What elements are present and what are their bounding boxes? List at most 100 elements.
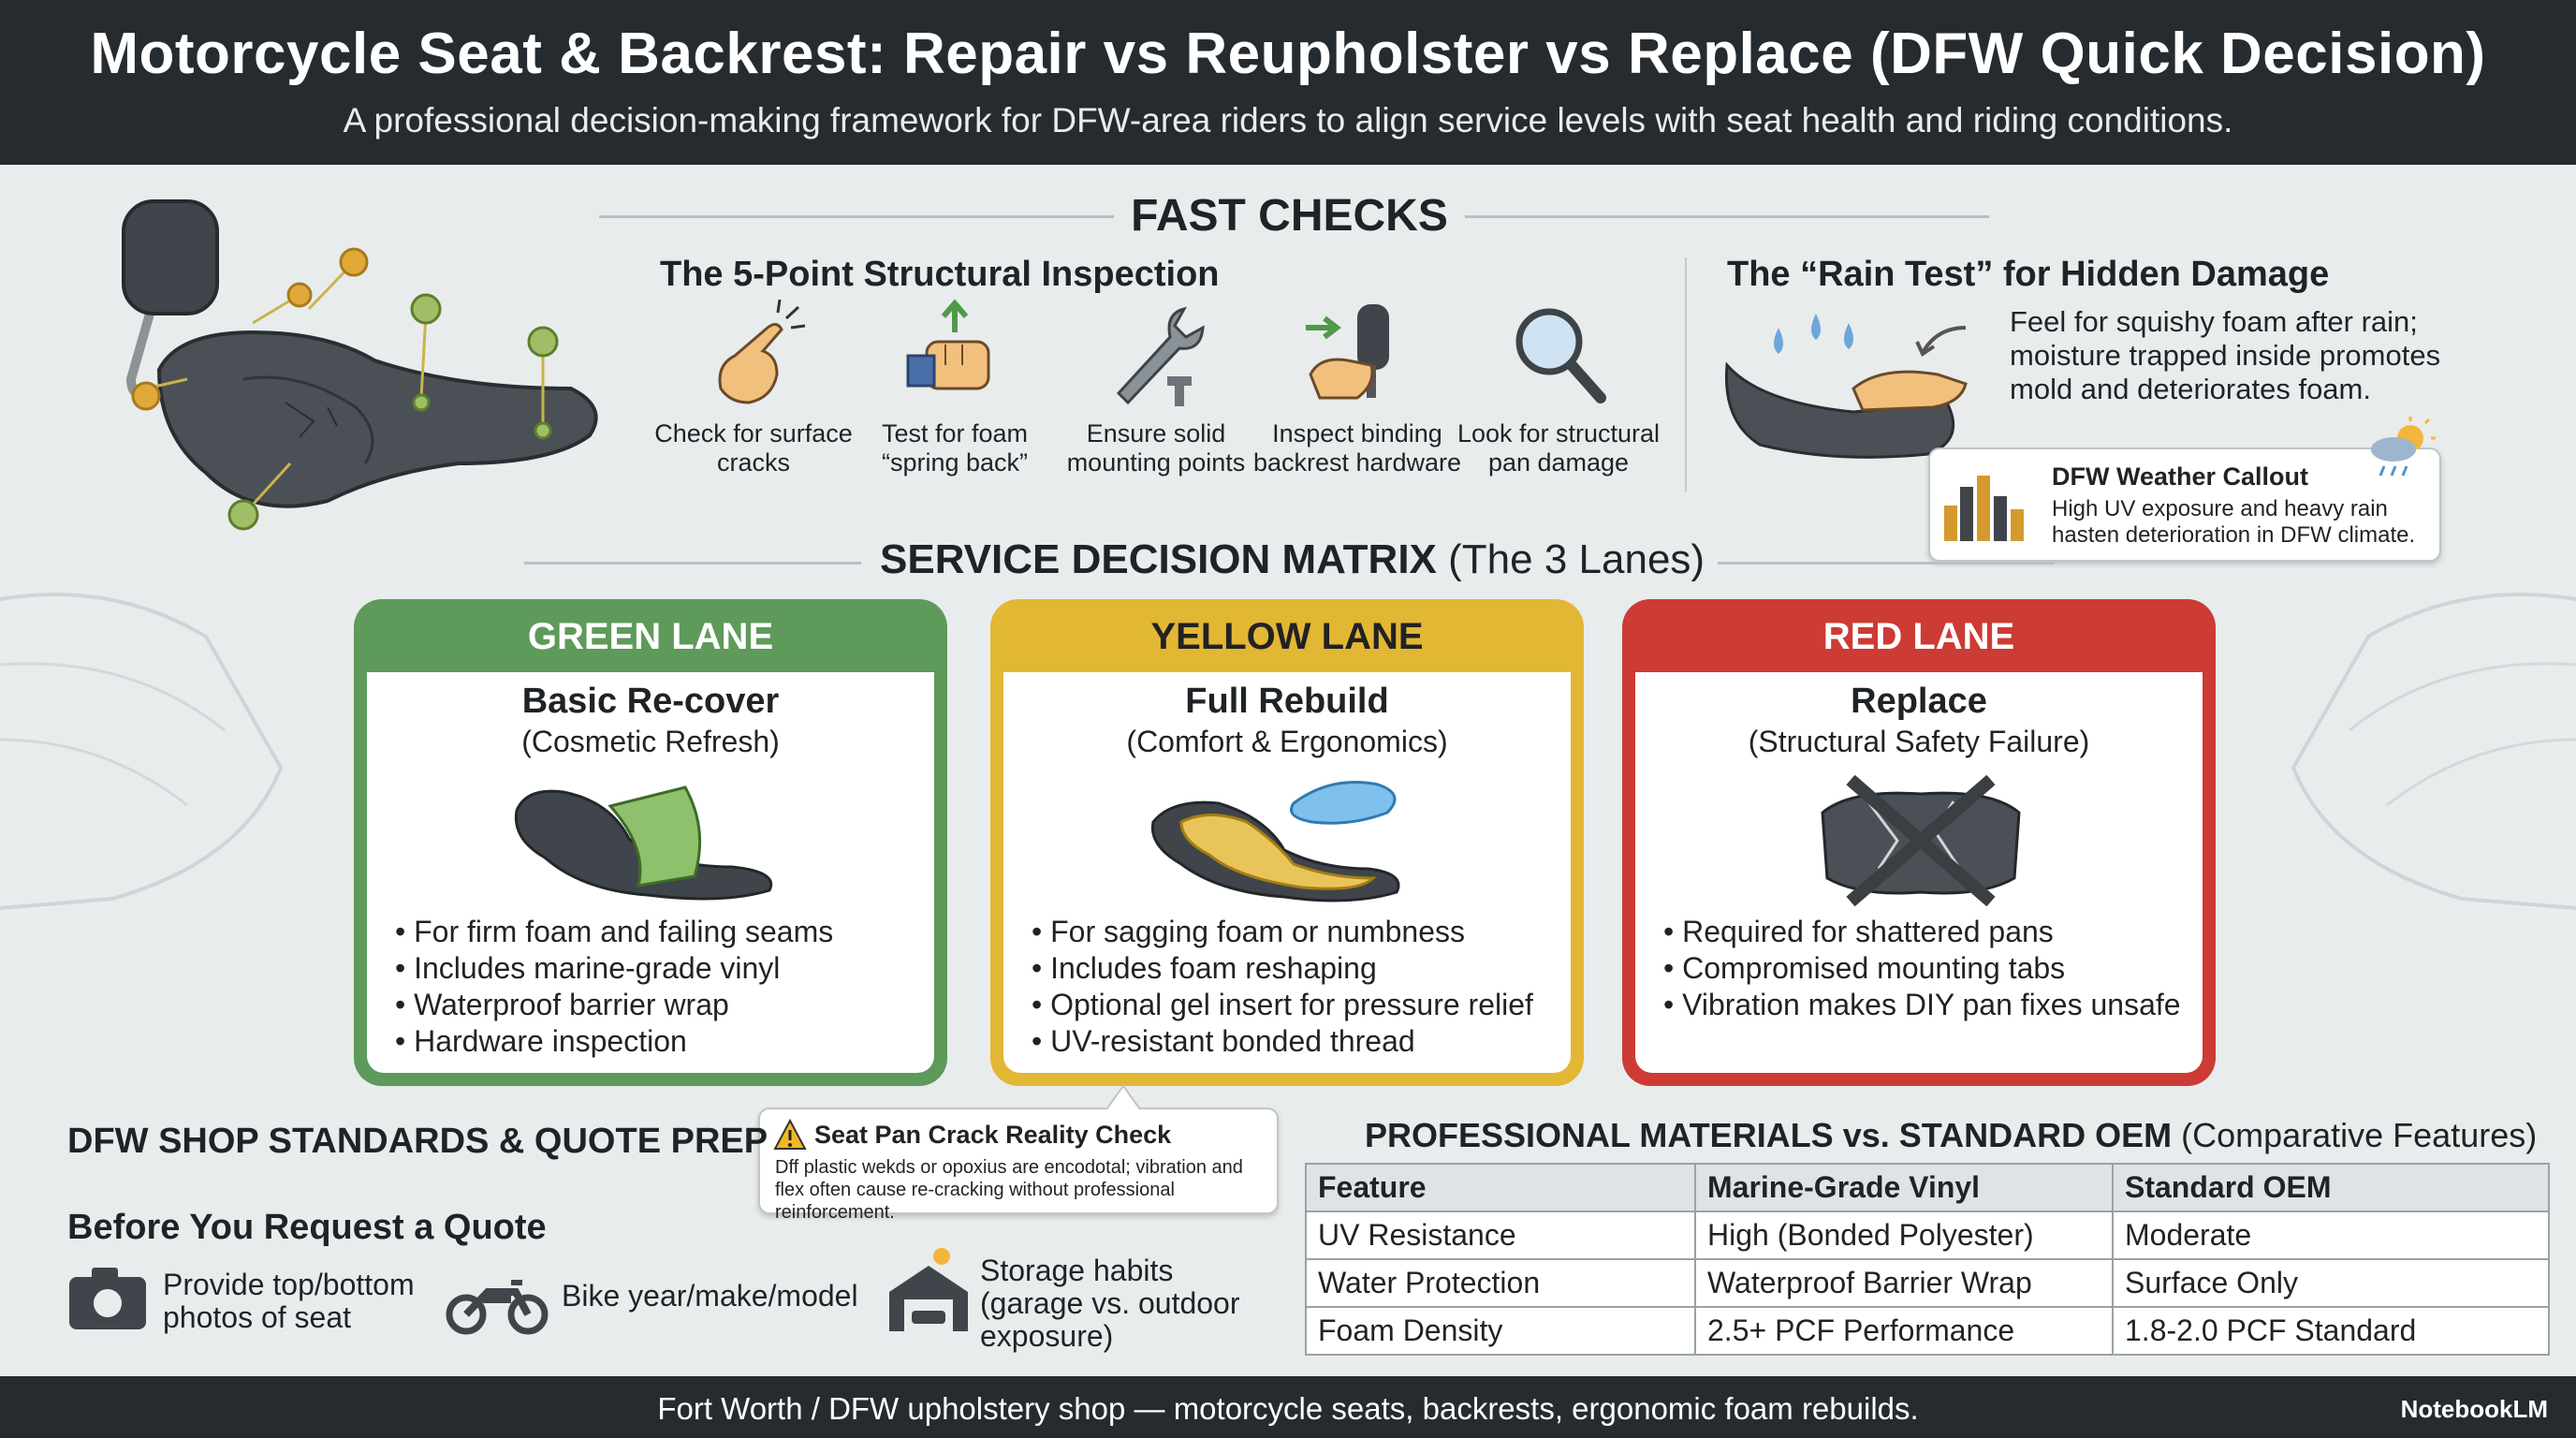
table-cell: Moderate — [2112, 1211, 2550, 1260]
red-lane-card: RED LANE Replace (Structural Safety Fail… — [1622, 599, 2216, 1086]
callout-pointer-icon — [1105, 1084, 1141, 1110]
table-row: Foam Density 2.5+ PCF Performance 1.8-2.… — [1305, 1306, 2550, 1356]
seat-inspection-illustration-icon — [122, 199, 598, 531]
inspection-icons: Check for surface cracks Test for foam “… — [646, 300, 1666, 524]
quote-title: Before You Request a Quote — [67, 1208, 547, 1247]
callout-text: High UV exposure and heavy rain hasten d… — [2052, 496, 2416, 548]
footer-bar: Fort Worth / DFW upholstery shop — motor… — [0, 1376, 2576, 1438]
lane-subtitle: (Cosmetic Refresh) — [521, 725, 780, 758]
materials-table: Feature Marine-Grade Vinyl Standard OEM … — [1305, 1163, 2550, 1356]
lane-bullet: UV-resistant bonded thread — [1032, 1023, 1533, 1060]
rain-test-title: The “Rain Test” for Hidden Damage — [1727, 255, 2330, 294]
lane-bullet: For sagging foam or numbness — [1032, 914, 1533, 950]
table-cell: 1.8-2.0 PCF Standard — [2112, 1306, 2550, 1356]
garage-icon — [889, 1248, 968, 1331]
weather-callout: DFW Weather Callout High UV exposure and… — [1928, 448, 2441, 562]
footer-text: Fort Worth / DFW upholstery shop — motor… — [657, 1391, 1919, 1426]
fast-checks-title: FAST CHECKS — [1131, 191, 1448, 241]
header-bar: Motorcycle Seat & Backrest: Repair vs Re… — [0, 0, 2576, 165]
callout-title: DFW Weather Callout — [2052, 462, 2309, 491]
rain-seat-hand-icon — [1724, 314, 1968, 459]
divider — [1465, 215, 1989, 218]
lane-bullet: Compromised mounting tabs — [1663, 950, 2181, 987]
lane-bullet: Vibration makes DIY pan fixes unsafe — [1663, 987, 2180, 1023]
lane-header: GREEN LANE — [527, 616, 774, 657]
pointing-hand-icon — [718, 300, 806, 404]
lane-name: Full Rebuild — [1185, 682, 1389, 721]
table-row: UV Resistance High (Bonded Polyester) Mo… — [1305, 1211, 2550, 1260]
city-skyline-icon — [1944, 476, 2024, 541]
page-subtitle: A professional decision-making framework… — [343, 101, 2233, 139]
table-cell: High (Bonded Polyester) — [1694, 1211, 2114, 1260]
lane-bullet: Optional gel insert for pressure relief — [1032, 987, 1533, 1023]
inspection-label: Inspect binding backrest hardware — [1252, 419, 1462, 477]
table-cell: 2.5+ PCF Performance — [1694, 1306, 2114, 1356]
fist-up-arrow-icon — [906, 300, 990, 390]
materials-title-suffix: (Comparative Features) — [2181, 1116, 2538, 1154]
lane-header: RED LANE — [1822, 616, 2015, 657]
reality-check-text: Dff plastic wekds or opoxius are encodot… — [775, 1157, 1243, 1223]
table-cell: UV Resistance — [1305, 1211, 1696, 1260]
divider — [599, 215, 1114, 218]
inspection-label: Check for surface cracks — [654, 419, 853, 477]
inspection-item-pan-damage: Look for structural pan damage — [1451, 300, 1666, 477]
table-cell: Water Protection — [1305, 1258, 1696, 1308]
materials-title: PROFESSIONAL MATERIALS vs. STANDARD OEM — [1365, 1116, 2173, 1154]
lane-bullets: For firm foam and failing seams Includes… — [395, 914, 833, 1060]
divider — [1718, 562, 2055, 565]
inspection-label: Look for structural pan damage — [1456, 419, 1661, 477]
column-header: Standard OEM — [2112, 1163, 2550, 1212]
lane-bullet: For firm foam and failing seams — [395, 914, 833, 950]
foam-gel-rebuild-icon — [1150, 781, 1400, 902]
materials-heading: PROFESSIONAL MATERIALS vs. STANDARD OEM … — [1365, 1116, 2537, 1155]
reality-check-title: Seat Pan Crack Reality Check — [814, 1121, 1172, 1149]
lane-name: Replace — [1851, 682, 1987, 721]
divider — [1685, 257, 1687, 492]
quote-item-bike: Bike year/make/model — [562, 1279, 858, 1313]
quote-item-storage: Storage habits (garage vs. outdoor expos… — [980, 1254, 1240, 1353]
lane-bullets: Required for shattered pans Compromised … — [1663, 914, 2181, 1023]
matrix-title-suffix: (The 3 Lanes) — [1448, 536, 1705, 582]
lane-bullet: Required for shattered pans — [1663, 914, 2181, 950]
divider — [524, 562, 861, 565]
seat-recover-icon — [514, 785, 772, 901]
table-header-row: Feature Marine-Grade Vinyl Standard OEM — [1305, 1163, 2550, 1212]
shop-title: DFW SHOP STANDARDS & QUOTE PREP — [67, 1122, 768, 1161]
green-lane-card: GREEN LANE Basic Re-cover (Cosmetic Refr… — [354, 599, 947, 1086]
matrix-heading: SERVICE DECISION MATRIX (The 3 Lanes) — [880, 536, 1705, 583]
brand-label: NotebookLM — [2400, 1395, 2548, 1423]
table-row: Water Protection Waterproof Barrier Wrap… — [1305, 1258, 2550, 1308]
wrench-bolt-icon — [1116, 306, 1205, 406]
lane-bullet: Includes foam reshaping — [1032, 950, 1533, 987]
inspection-item-cracks: Check for surface cracks — [646, 300, 861, 477]
motorcycle-icon — [446, 1280, 549, 1335]
reality-check-callout: Seat Pan Crack Reality Check Dff plastic… — [758, 1108, 1279, 1223]
inspection-item-spring-back: Test for foam “spring back” — [847, 300, 1062, 477]
motorcycle-outline-right-icon — [2291, 593, 2576, 910]
magnifier-icon — [1515, 308, 1606, 404]
hand-backrest-icon — [1306, 304, 1389, 400]
column-header: Marine-Grade Vinyl — [1694, 1163, 2114, 1212]
inspection-item-mounting: Ensure solid mounting points — [1048, 300, 1264, 477]
lane-bullet: Includes marine-grade vinyl — [395, 950, 833, 987]
lane-bullet: Hardware inspection — [395, 1023, 833, 1060]
inspection-label: Ensure solid mounting points — [1066, 419, 1246, 477]
column-header: Feature — [1305, 1163, 1696, 1212]
camera-icon — [69, 1268, 146, 1329]
lane-name: Basic Re-cover — [521, 682, 780, 721]
warning-icon — [773, 1119, 807, 1150]
lane-subtitle: (Comfort & Ergonomics) — [1126, 725, 1448, 758]
matrix-title: SERVICE DECISION MATRIX — [880, 536, 1437, 582]
lane-header: YELLOW LANE — [1150, 616, 1424, 657]
inspection-title: The 5-Point Structural Inspection — [660, 255, 1220, 294]
lane-bullet: Waterproof barrier wrap — [395, 987, 833, 1023]
rain-test-text: Feel for squishy foam after rain; moistu… — [2010, 305, 2441, 405]
lane-bullets: For sagging foam or numbness Includes fo… — [1032, 914, 1533, 1060]
broken-seat-pan-icon — [1821, 775, 2021, 906]
yellow-lane-card: YELLOW LANE Full Rebuild (Comfort & Ergo… — [990, 599, 1584, 1086]
table-cell: Surface Only — [2112, 1258, 2550, 1308]
lane-subtitle: (Structural Safety Failure) — [1748, 725, 2090, 758]
table-cell: Waterproof Barrier Wrap — [1694, 1258, 2114, 1308]
page-title: Motorcycle Seat & Backrest: Repair vs Re… — [90, 22, 2486, 86]
motorcycle-outline-left-icon — [0, 593, 284, 910]
